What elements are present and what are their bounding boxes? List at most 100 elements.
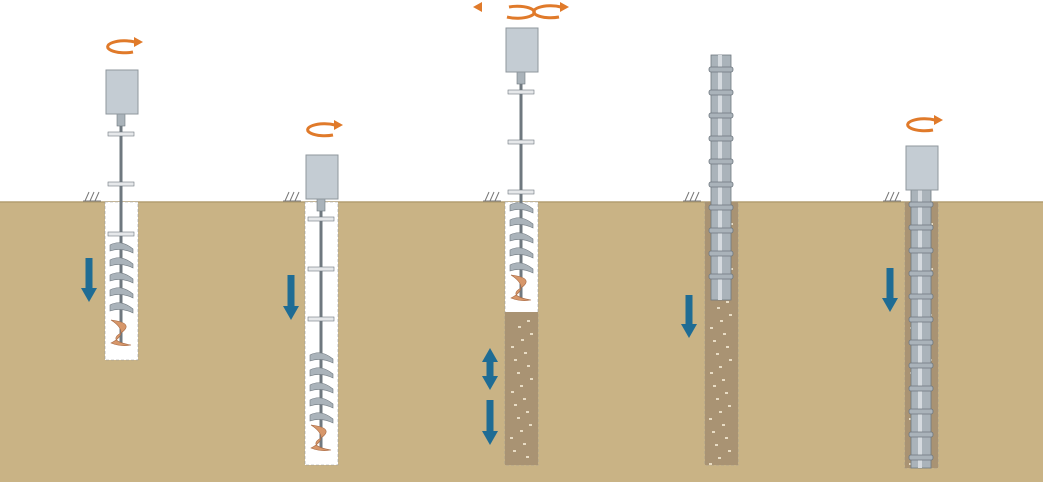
aggregate-dot [909,463,912,465]
pile-highlight [918,190,922,468]
drive-motor [305,154,339,200]
pile-ring [708,135,734,142]
pile-ring [908,293,934,300]
stabilizer [107,131,135,137]
aggregate-dot [717,307,720,309]
aggregate-dot [526,456,529,458]
pile-ring [908,224,934,231]
pile-ring [908,270,934,277]
rotation-head [334,120,343,130]
motion-arrow-down [81,258,97,302]
rotation-head [560,2,569,12]
aggregate-dot [530,333,533,335]
head [681,324,697,338]
aggregate-dot [720,320,723,322]
stabilizer [507,89,535,95]
auger-flight [109,242,134,254]
pile-ring [908,385,934,392]
ground-hatch [884,191,890,202]
aggregate-dot [529,424,532,426]
stabilizer [507,189,535,195]
shaft [486,360,494,378]
aggregate-dot [729,314,732,316]
aggregate-dot [729,359,732,361]
aggregate-dot [709,463,712,465]
auger-shaft [319,200,323,450]
aggregate-dot [718,457,721,459]
ground-hatch [694,191,700,202]
aggregate-dot [719,366,722,368]
auger-shaft [519,73,523,300]
auger-flight [109,302,134,314]
rotation-head [473,2,482,12]
aggregate-dot [725,392,728,394]
stabilizer [107,231,135,237]
pile-highlight [718,55,722,300]
coupling [116,113,126,127]
pile-ring [908,362,934,369]
aggregate-dot [715,444,718,446]
pile-ring [908,408,934,415]
aggregate-dot [523,398,526,400]
aggregate-dot [521,339,524,341]
shaft [287,275,295,308]
motion-arrow-down [283,275,299,320]
pile-ring [708,204,734,211]
motion-arrow-down [681,295,697,338]
aggregate-dot [713,385,716,387]
stabilizer [307,216,335,222]
ground-hatch [684,191,690,202]
motion-arrow-up-down [482,348,498,390]
ground-hatch [484,191,490,202]
aggregate-dot [527,365,530,367]
ground-hatch [289,191,295,202]
ground-hatch [294,191,300,202]
aggregate-dot [930,268,933,270]
auger-flight [309,352,334,364]
pile-ring [708,273,734,280]
head [882,298,898,312]
rotation-head [134,37,143,47]
aggregate-dot [719,411,722,413]
step-insert-pile [681,54,739,466]
auger-shaft [119,115,123,345]
aggregate-dot [527,320,530,322]
aggregate-dot [513,450,516,452]
shaft [486,400,494,433]
pile-ring [908,339,934,346]
auger-flight [509,262,534,274]
aggregate-dot [710,327,713,329]
ground-hatch [489,191,495,202]
pile-ring [908,247,934,254]
aggregate-dot [517,417,520,419]
drive-motor [105,69,139,115]
aggregate-dot [514,359,517,361]
aggregate-dot [716,353,719,355]
pile-ring [708,181,734,188]
drive-motor [505,27,539,73]
auger-flight [309,412,334,424]
auger-flight [509,232,534,244]
auger-flight [309,382,334,394]
aggregate-dot [709,418,712,420]
head [81,288,97,302]
aggregate-dot [730,223,733,225]
auger-flight [509,247,534,259]
aggregate-dot [930,223,933,225]
step-withdraw-and-grout [473,2,569,466]
aggregate-dot [728,405,731,407]
concrete-fill [505,312,538,465]
auger-flight [309,367,334,379]
aggregate-dot [716,398,719,400]
ground-hatch [84,191,90,202]
pile-ring [708,66,734,73]
aggregate-dot [520,430,523,432]
ground-hatch [89,191,95,202]
auger-flight [109,257,134,269]
aggregate-dot [909,418,912,420]
aggregate-dot [723,333,726,335]
stabilizer [507,139,535,145]
aggregate-dot [730,268,733,270]
aggregate-dot [520,385,523,387]
